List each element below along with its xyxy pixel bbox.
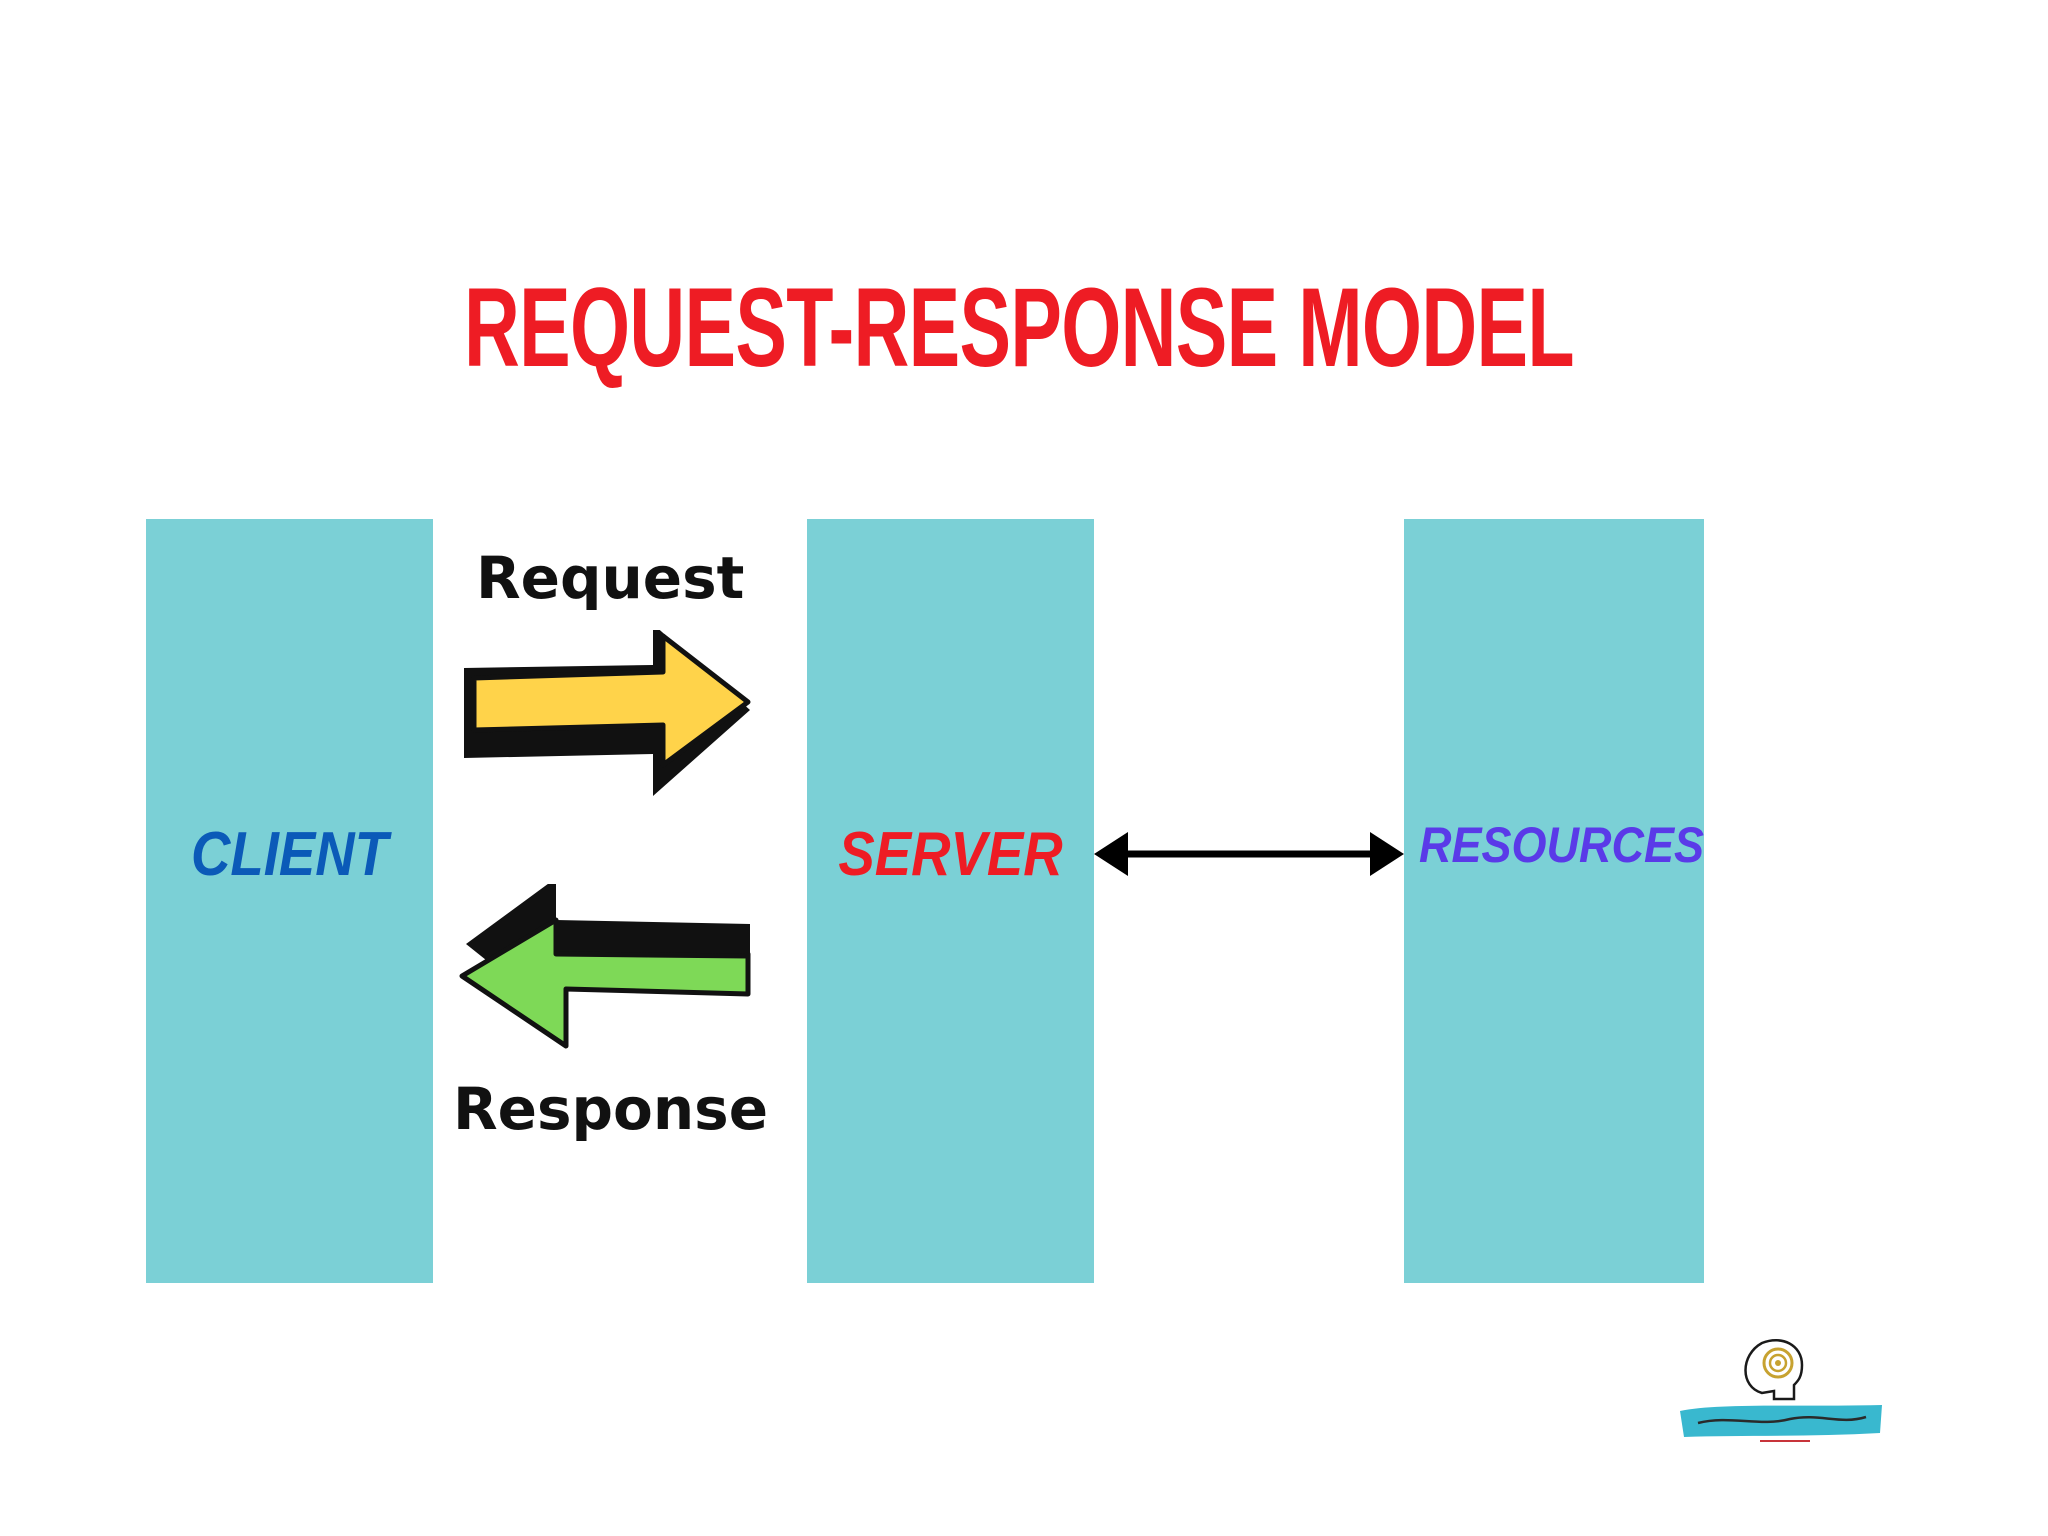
response-arrow-icon <box>459 884 751 1049</box>
server-label: SERVER <box>838 820 1063 889</box>
request-label: Request <box>476 544 745 612</box>
diagram-title: REQUEST-RESPONSE MODEL <box>464 265 1575 390</box>
client-box: CLIENT <box>146 519 433 1283</box>
resources-box: RESOURCES <box>1404 519 1704 1283</box>
response-label: Response <box>453 1075 769 1143</box>
server-box: SERVER <box>807 519 1094 1283</box>
server-resources-double-arrow-icon <box>1094 832 1404 876</box>
request-arrow-icon <box>464 630 751 796</box>
brand-logo-icon <box>1680 1339 1882 1442</box>
client-label: CLIENT <box>190 820 389 889</box>
resources-label: RESOURCES <box>1419 817 1705 873</box>
